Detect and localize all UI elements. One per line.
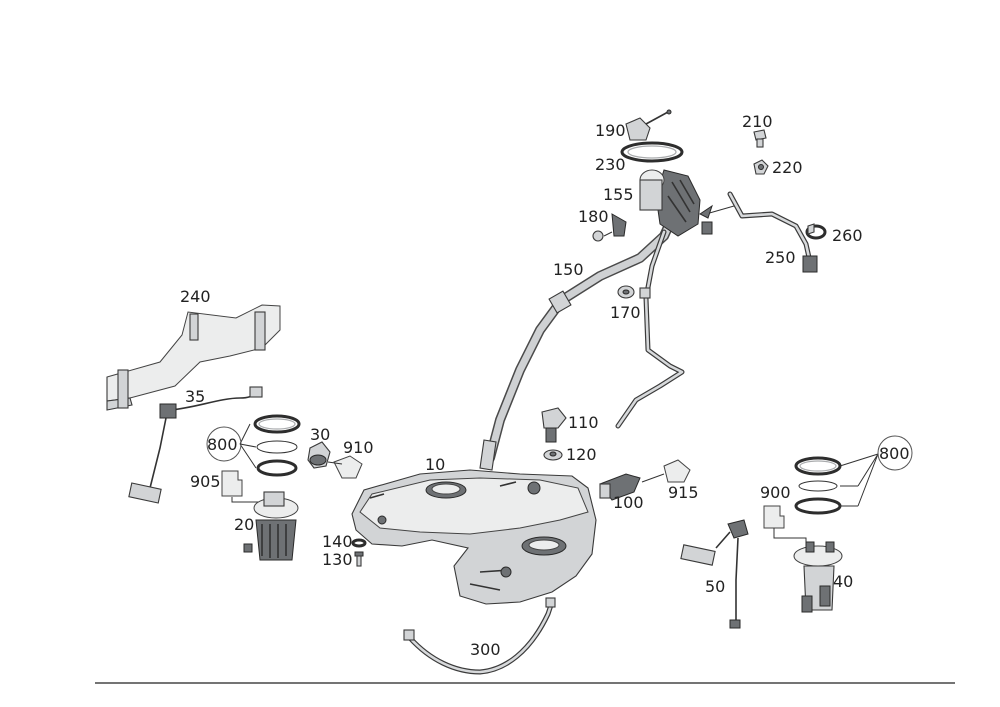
label-20: 20: [234, 515, 254, 534]
part-150-filler-neck: [479, 209, 679, 471]
label-30: 30: [310, 425, 330, 444]
label-110: 110: [568, 413, 599, 432]
part-100-sensor: [599, 473, 665, 501]
label-155: 155: [603, 185, 634, 204]
label-50: 50: [705, 577, 725, 596]
part-800-right-seal-rings: [794, 435, 913, 515]
label-150: 150: [553, 260, 584, 279]
label-220: 220: [772, 158, 803, 177]
part-190-cap: [625, 109, 672, 141]
part-260-clamp: [805, 223, 827, 240]
label-240: 240: [180, 287, 211, 306]
label-800-left: 800: [207, 435, 238, 454]
part-220-nut: [753, 159, 769, 175]
label-140: 140: [322, 532, 353, 551]
label-915: 915: [668, 483, 699, 502]
label-130: 130: [322, 550, 353, 569]
part-140-130-fasteners: [351, 538, 367, 567]
part-number-labels: 190 230 155 180 150 170 210 220 260 250 …: [180, 112, 910, 659]
part-120-nut: [543, 449, 563, 461]
part-240-heat-shield: [106, 304, 281, 411]
part-180-clip: [592, 213, 627, 242]
part-250-vent-tube: [727, 191, 818, 273]
part-35-level-sender: [128, 386, 263, 504]
part-155-filler-head: [639, 169, 735, 237]
part-110-valve: [541, 407, 567, 443]
part-230-gasket: [620, 141, 684, 163]
part-30-valve: [307, 441, 331, 469]
part-900-clip: [763, 505, 807, 548]
label-300: 300: [470, 640, 501, 659]
label-910: 910: [343, 438, 374, 457]
part-915-bracket: [663, 459, 691, 483]
part-910-bracket: [327, 455, 363, 479]
label-190: 190: [595, 121, 626, 140]
part-10-fuel-tank: [351, 469, 597, 605]
label-170: 170: [610, 303, 641, 322]
label-40: 40: [833, 572, 853, 591]
part-20-fuel-pump: [243, 491, 299, 561]
part-40-fuel-pump: [793, 541, 843, 613]
part-50-level-sender: [680, 519, 749, 629]
label-905: 905: [190, 472, 221, 491]
label-100: 100: [613, 493, 644, 512]
label-35: 35: [185, 387, 205, 406]
part-vent-line: [615, 229, 685, 429]
part-210-bolt: [753, 129, 767, 148]
label-230: 230: [595, 155, 626, 174]
label-180: 180: [578, 207, 609, 226]
label-260: 260: [832, 226, 863, 245]
label-250: 250: [765, 248, 796, 267]
label-210: 210: [742, 112, 773, 131]
part-170-grommet: [617, 285, 635, 299]
part-905-clip: [221, 470, 262, 503]
label-900: 900: [760, 483, 791, 502]
label-800-right: 800: [879, 444, 910, 463]
part-800-left-seal-rings: [206, 414, 301, 477]
label-120: 120: [566, 445, 597, 464]
part-300-tank-strap: [403, 597, 556, 675]
label-10: 10: [425, 455, 445, 474]
